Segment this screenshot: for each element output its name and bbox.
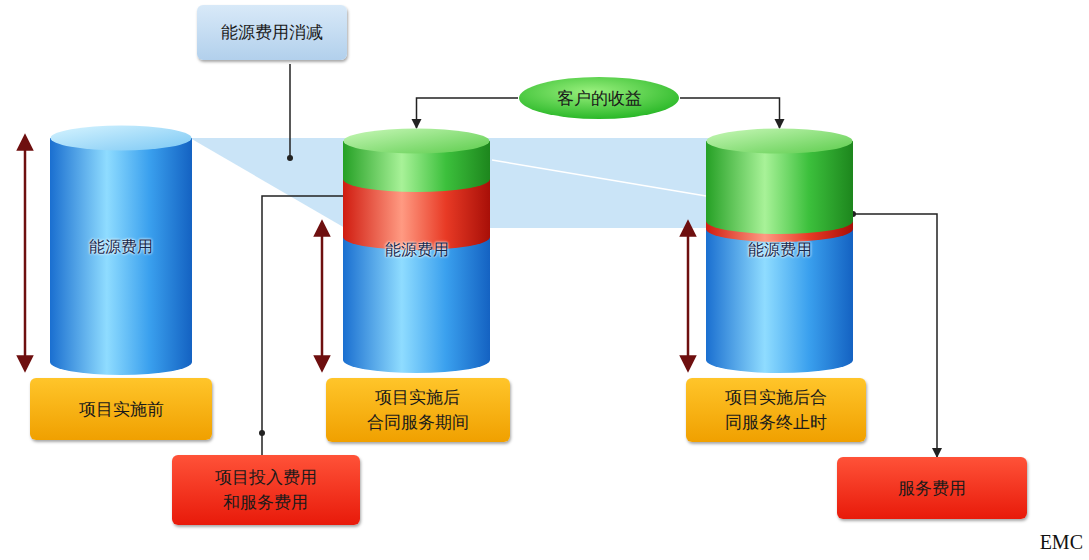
cylinder-band — [706, 208, 853, 234]
cylinder-band — [50, 138, 192, 362]
connector — [680, 98, 780, 128]
box-label: 项目实施后合同服务终止时 — [723, 385, 828, 434]
cost-cylinder: 能源费用 — [706, 128, 853, 373]
box-label: 项目实施前 — [79, 397, 164, 422]
cylinder-label: 能源费用 — [50, 235, 192, 258]
cylinder-band — [50, 349, 192, 375]
cost-cylinder: 能源费用 — [50, 125, 192, 375]
cylinder-band — [343, 237, 490, 360]
cylinder-cap — [707, 129, 853, 154]
cost-cylinder: 能源费用 — [343, 128, 490, 373]
cylinder-label: 能源费用 — [343, 238, 490, 261]
decor-line — [492, 160, 706, 196]
stage-box: 项目实施后合同服务终止时 — [686, 378, 866, 442]
cylinder-label: 能源费用 — [706, 238, 853, 261]
stage-box: 项目实施后 合同服务期间 — [326, 378, 510, 442]
box-label: 项目实施后 合同服务期间 — [365, 385, 470, 434]
corner-label: EMC — [1040, 531, 1083, 554]
connector-dot — [259, 430, 265, 436]
stage-box: 项目实施前 — [30, 378, 212, 440]
box-label: 项目投入费用和服务费用 — [213, 465, 318, 514]
box-label: 能源费用消减 — [221, 20, 323, 45]
box-label: 服务费用 — [898, 476, 966, 501]
cylinder-band — [343, 347, 490, 373]
cost-box: 服务费用 — [837, 457, 1027, 519]
callout-box: 能源费用消减 — [197, 5, 347, 60]
ellipse-shape — [519, 77, 679, 119]
cylinder-cap — [51, 126, 192, 151]
height-arrow — [687, 228, 690, 364]
height-arrow — [24, 142, 27, 364]
leader-line — [289, 64, 291, 156]
connector — [417, 98, 519, 128]
cylinder-cap — [344, 129, 490, 154]
cylinder-band — [706, 229, 853, 360]
box-label: 客户的收益 — [557, 86, 642, 111]
cost-box: 项目投入费用和服务费用 — [172, 455, 360, 525]
height-arrow — [321, 228, 324, 364]
cylinder-band — [343, 166, 490, 192]
leader-dot — [287, 155, 293, 161]
benefit-ellipse: 客户的收益 — [518, 76, 680, 120]
cylinder-band — [706, 347, 853, 373]
